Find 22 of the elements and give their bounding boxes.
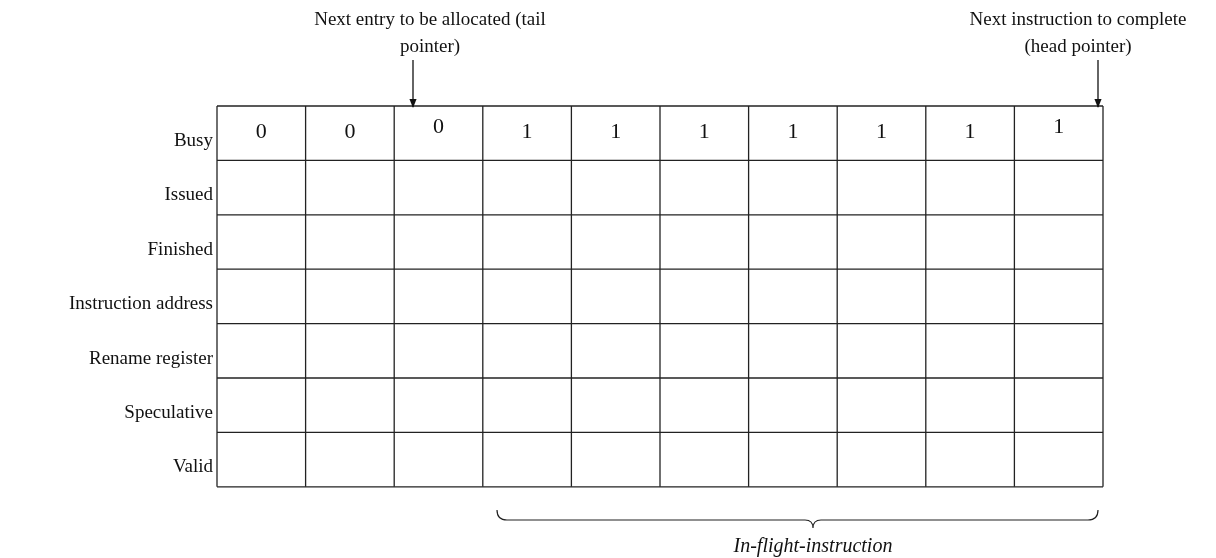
bit-value: 0 — [395, 107, 482, 160]
bit-value: 0 — [343, 117, 357, 145]
row-label: Finished — [146, 236, 213, 261]
bit-value: 1 — [1015, 107, 1102, 160]
bit-value: 1 — [963, 117, 977, 145]
bit-value: 1 — [786, 117, 800, 145]
pointer-label: Next instruction to complete (head pointer) — [958, 5, 1198, 59]
row-label: Rename register — [88, 345, 213, 370]
row-label: Issued — [163, 182, 213, 207]
row-label: Busy — [172, 128, 213, 152]
bit-value: 1 — [697, 117, 711, 145]
pointer-label: Next entry to be allocated (tail pointer) — [310, 5, 550, 59]
bit-value: 1 — [875, 117, 888, 145]
pointer-arrow — [1094, 59, 1102, 108]
row-label: Valid — [171, 454, 213, 479]
pointer-arrow — [409, 59, 417, 108]
row-label: Speculative — [123, 400, 213, 424]
bit-value: 1 — [609, 117, 623, 145]
bit-value: 0 — [254, 117, 268, 145]
bracket-label: In-flight-instruction — [732, 533, 894, 558]
bit-value: 1 — [520, 117, 534, 145]
row-label: Instruction address — [67, 291, 213, 316]
